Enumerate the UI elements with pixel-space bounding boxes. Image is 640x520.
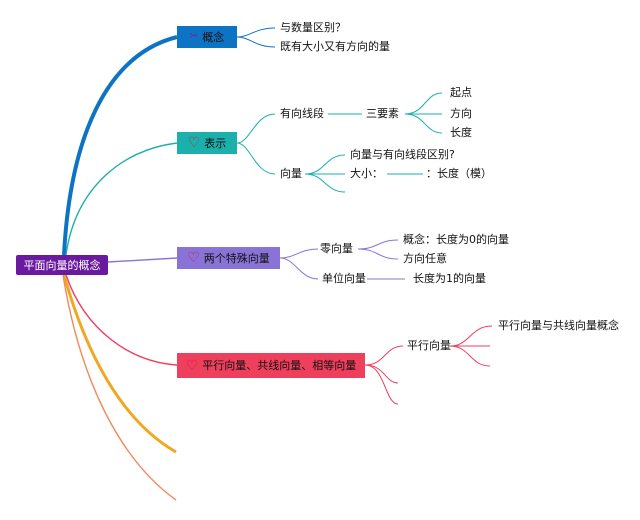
leaf-zero-vector-concept[interactable]: 概念：长度为0的向量 [403,233,509,246]
leaf-definition[interactable]: 既有大小又有方向的量 [280,40,390,53]
heart-icon: ♡ [185,357,199,374]
leaf-parallel-collinear-concept[interactable]: 平行向量与共线向量概念 [498,319,619,332]
heart-icon: ♡ [187,250,200,266]
branch-special-vectors[interactable]: ♡ 两个特殊向量 [177,247,280,269]
leaf-any-direction[interactable]: 方向任意 [403,252,447,265]
node-parallel-vector[interactable]: 平行向量 [407,339,451,352]
leaf-unit-length[interactable]: 长度为1的向量 [413,272,486,285]
branch-parallel-collinear-equal-label: 平行向量、共线向量、相等向量 [202,359,357,372]
branch-parallel-collinear-equal[interactable]: ♡ 平行向量、共线向量、相等向量 [177,353,365,378]
branch1-connector [62,35,178,256]
branch6-connector [62,274,177,501]
branch-representation-label: 表示 [204,136,227,150]
node-directed-segment[interactable]: 有向线段 [280,107,324,120]
root-label: 平面向量的概念 [23,258,101,272]
node-unit-vector[interactable]: 单位向量 [322,272,366,285]
branch4-connector [65,274,178,366]
leaf-length[interactable]: 长度 [450,126,472,139]
branch2-connector [65,142,178,256]
branch-special-vectors-label: 两个特殊向量 [203,251,270,265]
leaf-start-point[interactable]: 起点 [450,86,472,99]
leaf-direction[interactable]: 方向 [450,107,472,120]
heart-icon: ♡ [187,135,201,151]
leaf-vector-vs-segment[interactable]: 向量与有向线段区别? [350,148,455,161]
branch5-connector [62,274,177,454]
scissors-icon: ✂ [189,31,199,42]
root-node[interactable]: 平面向量的概念 [16,255,108,275]
node-zero-vector[interactable]: 零向量 [320,242,353,255]
branch-concept[interactable]: ✂ 概念 [177,26,237,48]
leaf-magnitude-length[interactable]: ：长度（模） [426,167,492,180]
node-vector[interactable]: 向量 [280,167,302,180]
leaf-difference-from-scalar[interactable]: 与数量区别？ [280,21,346,34]
branch3-connector [107,257,178,263]
branch-concept-label: 概念 [202,30,225,44]
node-magnitude[interactable]: 大小： [350,167,383,180]
node-three-elements[interactable]: 三要素 [366,107,399,120]
branch-representation[interactable]: ♡ 表示 [177,132,237,154]
